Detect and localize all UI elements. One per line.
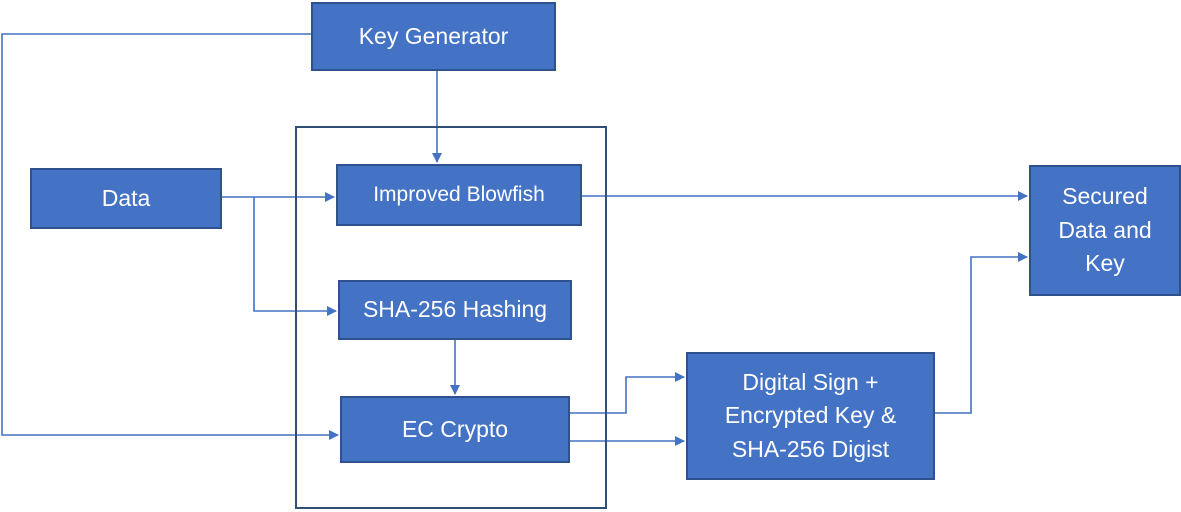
improved-blowfish-label: Improved Blowfish	[373, 182, 545, 206]
secured-data-key-box: Secured Data and Key	[1029, 165, 1181, 296]
sha256-hashing-box: SHA-256 Hashing	[338, 280, 572, 340]
key-generator-label: Key Generator	[358, 22, 509, 49]
key-generator-box: Key Generator	[311, 2, 556, 71]
crypto-module-frame	[295, 126, 607, 509]
data-box: Data	[30, 168, 222, 229]
edge-keygen-to-ec-crypto	[1, 33, 339, 440]
digital-sign-box: Digital Sign + Encrypted Key & SHA-256 D…	[686, 352, 935, 480]
sha256-hashing-label: SHA-256 Hashing	[362, 296, 548, 323]
improved-blowfish-box: Improved Blowfish	[336, 164, 582, 226]
edge-ec-crypto-to-digital-sign-upper	[570, 372, 685, 414]
data-label: Data	[101, 184, 151, 211]
edge-digital-sign-to-secured	[935, 252, 1028, 414]
secured-data-key-label: Secured Data and Key	[1058, 183, 1152, 277]
ec-crypto-label: EC Crypto	[401, 415, 509, 442]
edge-data-to-sha256	[253, 197, 337, 316]
ec-crypto-box: EC Crypto	[340, 396, 570, 463]
digital-sign-label: Digital Sign + Encrypted Key & SHA-256 D…	[724, 368, 897, 462]
